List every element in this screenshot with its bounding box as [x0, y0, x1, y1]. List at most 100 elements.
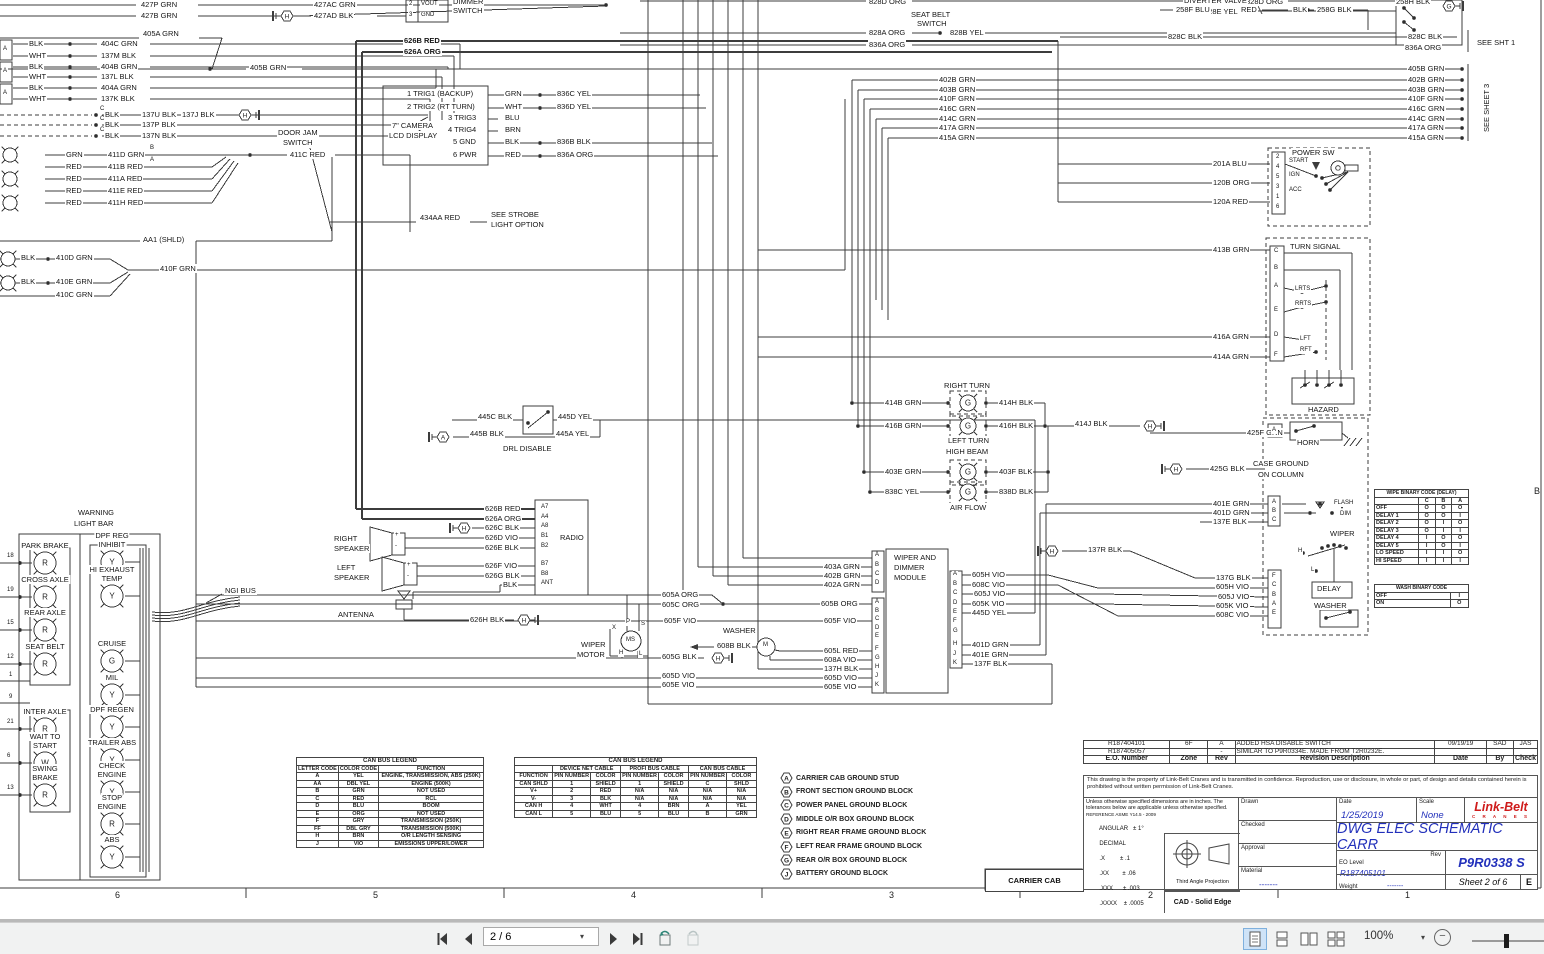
svg-text:W: W	[41, 759, 49, 768]
table-cell: WASH BINARY CODE	[1374, 584, 1469, 593]
wire-label: LFT	[1299, 336, 1312, 343]
warning-lamp-label: ENGINE	[96, 770, 128, 779]
warning-lamp-label: PARK BRAKE	[20, 541, 70, 550]
table-cell: BLK	[590, 794, 622, 803]
table-cell: N/A	[725, 794, 758, 803]
table-cell: BRN	[337, 832, 380, 841]
wire-label: RED	[65, 186, 83, 195]
continuous-scroll-view-button[interactable]	[1270, 928, 1294, 950]
wire-label: 404A GRN	[100, 83, 138, 92]
wire-label: 3	[1275, 184, 1281, 191]
next-page-button[interactable]	[604, 930, 622, 948]
frame-letter: E	[1520, 874, 1538, 890]
wire-label: 402B GRN	[938, 75, 977, 84]
previous-page-button[interactable]	[460, 930, 478, 948]
wire-label: RED	[504, 150, 522, 159]
wire-label: 445C BLK	[477, 412, 514, 421]
wire-label: A	[1273, 283, 1280, 290]
wire-label: A	[874, 552, 881, 559]
table-cell: O	[1434, 504, 1453, 513]
svg-text:Y: Y	[109, 756, 115, 765]
warning-lamp-label: START	[32, 741, 58, 750]
table-cell: NOT USED	[378, 809, 484, 818]
table-cell: A	[688, 802, 727, 811]
wire-label: MODULE	[893, 573, 928, 582]
wire-label: AIR FLOW	[949, 503, 988, 512]
warning-lamp-pin: 18	[6, 553, 15, 560]
wire-label: BRN	[504, 125, 522, 134]
wire-label: 410E GRN	[55, 277, 94, 286]
wire-label: MOTOR	[576, 650, 606, 659]
wire-label: B8	[540, 571, 550, 578]
table-cell: 1	[552, 779, 592, 788]
wire-label: 626A ORG	[484, 514, 523, 523]
drawing-title: DWG ELEC SCHEMATIC CARR	[1337, 820, 1503, 853]
previous-view-button[interactable]	[656, 929, 674, 947]
svg-text:H: H	[716, 655, 721, 662]
warning-lamp-label: INHIBIT	[97, 540, 127, 549]
page-dropdown-caret-icon[interactable]: ▾	[580, 932, 585, 941]
table-cell: ON	[1374, 599, 1451, 608]
weight-value: -------	[1387, 883, 1404, 890]
svg-text:R: R	[42, 626, 48, 635]
svg-text:G: G	[965, 468, 971, 477]
table-cell: FF	[296, 824, 339, 833]
table-cell: Rev	[1207, 755, 1236, 764]
zoom-slider-handle[interactable]	[1504, 934, 1509, 948]
svg-text:E: E	[784, 830, 789, 837]
table-cell: 5	[552, 809, 592, 818]
zoom-dropdown-caret-icon[interactable]: ▾	[1421, 933, 1426, 942]
wire-label: 427AC GRN	[313, 0, 357, 9]
first-page-button[interactable]	[434, 930, 452, 948]
wire-label: 258H BLK	[1395, 0, 1432, 6]
wire-label: 414B GRN	[884, 398, 923, 407]
wire-label: 403F BLK	[998, 467, 1034, 476]
wire-label: WASHER	[722, 626, 757, 635]
two-page-scroll-view-button[interactable]	[1324, 928, 1348, 950]
last-page-button[interactable]	[628, 930, 646, 948]
table-cell: GRY	[337, 817, 380, 826]
table-cell: EMISSIONS UPPER/LOWER	[378, 839, 484, 848]
wire-label: BLK	[502, 580, 519, 589]
next-view-button[interactable]	[684, 929, 702, 947]
wire-label: 411A RED	[107, 174, 144, 183]
wire-label: 626D VIO	[484, 533, 519, 542]
warning-lamp-label: ABS	[103, 835, 121, 844]
wire-label: A	[2, 90, 9, 97]
two-page-view-button[interactable]	[1297, 928, 1321, 950]
wire-label: E	[1271, 610, 1278, 617]
wire-label: 828D ORG	[1245, 0, 1285, 6]
wire-label: 403A GRN	[823, 562, 861, 571]
ground-hexagon-icon: F	[780, 841, 793, 852]
wire-label: 416C GRN	[938, 104, 977, 113]
wire-label: G	[952, 628, 959, 635]
link-belt-logo-sub: C R A N E S	[1472, 814, 1530, 819]
wire-label: 6 PWR	[452, 150, 478, 159]
page-number-input[interactable]	[483, 927, 599, 946]
table-cell: ENGINE (500K)	[378, 779, 484, 788]
wire-label: 608A VIO	[823, 655, 858, 664]
table-cell: COLOR	[725, 772, 758, 781]
wire-label: BLK	[104, 120, 121, 129]
wire-label: SWITCH	[452, 6, 484, 15]
wire-label: 120A RED	[1212, 197, 1250, 206]
svg-text:A: A	[784, 776, 789, 783]
wire-label: 605B ORG	[820, 599, 859, 608]
wire-label: WIPER AND	[893, 553, 938, 562]
wire-label: 3	[408, 12, 414, 19]
wire-label: 416B GRN	[884, 421, 923, 430]
wire-label: 414H BLK	[998, 398, 1035, 407]
wire-label: 137G BLK	[1215, 573, 1252, 582]
wire-label: 258G BLK	[1316, 5, 1353, 14]
wire-label: 404B GRN	[100, 62, 139, 71]
wire-label: L	[638, 651, 644, 658]
wire-label: F	[1273, 352, 1279, 359]
single-page-view-button[interactable]	[1243, 928, 1267, 950]
wire-label: C	[874, 616, 881, 623]
wire-label: G	[874, 655, 881, 662]
wire-label: 401D GRN	[1212, 508, 1251, 517]
table-cell: 6F	[1169, 740, 1209, 749]
zoom-out-button[interactable]: −	[1434, 929, 1451, 946]
wire-label: RFT	[1299, 347, 1313, 354]
scale-value: None	[1421, 810, 1444, 821]
